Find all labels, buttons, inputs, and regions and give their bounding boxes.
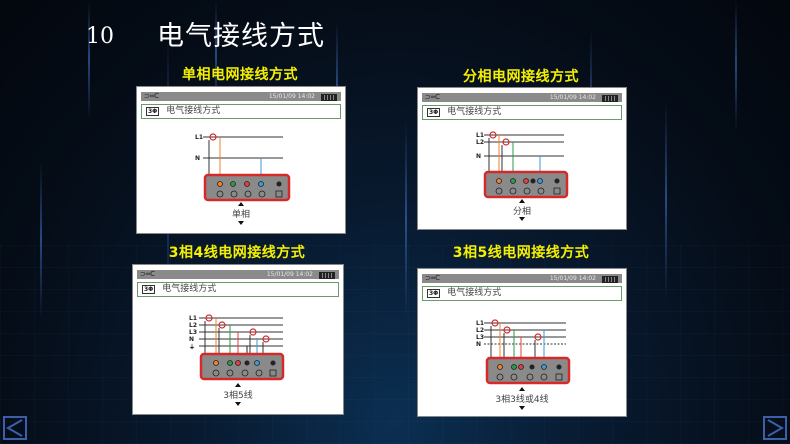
scroll-up-icon[interactable] xyxy=(519,199,525,203)
menu-wiring-mode: 3Φ 电气接线方式 xyxy=(137,282,339,297)
datetime: 15/01/09 14:02 xyxy=(549,94,596,101)
status-bar: ⊃═C 15/01/09 14:02 xyxy=(137,270,339,279)
slide-title: 电气接线方式 xyxy=(157,21,325,52)
datetime: 15/01/09 14:02 xyxy=(549,275,596,282)
next-slide-button[interactable] xyxy=(763,416,787,440)
svg-text:L3: L3 xyxy=(476,334,484,341)
mode-label: 单相 xyxy=(231,210,250,220)
caption-3p4w: 3相4线电网接线方式 xyxy=(168,245,306,261)
status-bar: ⊃═C 15/01/09 14:02 xyxy=(422,274,622,283)
svg-text:L1: L1 xyxy=(195,134,203,141)
svg-text:L1: L1 xyxy=(189,315,197,322)
svg-text:N: N xyxy=(189,336,194,343)
mode-label: 3相5线 xyxy=(223,391,253,401)
panel-single-phase: ⊃═C 15/01/09 14:02 3Φ 电气接线方式 L1 N 单相 xyxy=(136,86,346,234)
three-phase-icon: 3Φ xyxy=(146,107,160,116)
menu-wiring-mode: 3Φ 电气接线方式 xyxy=(141,104,341,119)
panel-3p5w: ⊃═C 15/01/09 14:02 3Φ 电气接线方式 L1 L2 L3 N xyxy=(417,268,627,417)
caption-3p5w: 3相5线电网接线方式 xyxy=(452,245,590,261)
panel-split-phase: ⊃═C 15/01/09 14:02 3Φ 电气接线方式 L1 L2 N xyxy=(417,87,627,230)
prev-slide-button[interactable] xyxy=(3,416,27,440)
svg-text:L1: L1 xyxy=(476,132,484,139)
caption-single-phase: 单相电网接线方式 xyxy=(182,67,298,83)
scroll-up-icon[interactable] xyxy=(235,383,241,387)
wrench-icon: ⊃═C xyxy=(140,270,155,278)
svg-text:L3: L3 xyxy=(189,329,197,336)
background-streak xyxy=(735,0,737,130)
svg-text:N: N xyxy=(476,153,481,160)
scroll-up-icon[interactable] xyxy=(519,387,525,391)
scroll-down-icon[interactable] xyxy=(519,217,525,221)
menu-wiring-mode: 3Φ 电气接线方式 xyxy=(422,105,622,120)
datetime: 15/01/09 14:02 xyxy=(268,93,315,100)
wrench-icon: ⊃═C xyxy=(425,93,440,101)
wiring-diagram-single-phase: L1 N xyxy=(195,133,291,202)
menu-label: 电气接线方式 xyxy=(447,107,502,117)
menu-wiring-mode: 3Φ 电气接线方式 xyxy=(422,286,622,301)
background-streak xyxy=(665,100,667,300)
wiring-diagram-3p5w: L1 L2 L3 N xyxy=(476,319,571,385)
background-streak xyxy=(40,160,42,320)
status-bar: ⊃═C 15/01/09 14:02 xyxy=(422,93,622,102)
triangle-left-icon xyxy=(5,419,23,437)
scroll-down-icon[interactable] xyxy=(238,221,244,225)
scroll-down-icon[interactable] xyxy=(235,402,241,406)
svg-text:⏚: ⏚ xyxy=(189,344,195,351)
svg-text:L2: L2 xyxy=(476,327,484,334)
wiring-diagram-split-phase: L1 L2 N xyxy=(476,131,569,199)
background-grid xyxy=(0,244,790,444)
three-phase-icon: 3Φ xyxy=(427,108,441,117)
mode-label: 分相 xyxy=(512,207,531,217)
panel-3p4w: ⊃═C 15/01/09 14:02 3Φ 电气接线方式 L1 L2 L3 N ⏚ xyxy=(132,264,344,415)
menu-label: 电气接线方式 xyxy=(447,288,502,298)
wrench-icon: ⊃═C xyxy=(425,274,440,282)
scroll-down-icon[interactable] xyxy=(519,406,525,410)
three-phase-icon: 3Φ xyxy=(427,289,441,298)
status-bar: ⊃═C 15/01/09 14:02 xyxy=(141,92,341,101)
background-streak xyxy=(215,0,217,110)
slide-number: 10 xyxy=(86,24,114,49)
svg-text:L2: L2 xyxy=(189,322,197,329)
battery-icon xyxy=(321,94,337,101)
wiring-diagram-3p4w: L1 L2 L3 N ⏚ xyxy=(189,314,285,381)
svg-text:L1: L1 xyxy=(476,320,484,327)
menu-label: 电气接线方式 xyxy=(166,106,221,116)
background-streak xyxy=(88,0,90,120)
svg-text:N: N xyxy=(195,155,200,162)
svg-text:L2: L2 xyxy=(476,139,484,146)
wrench-icon: ⊃═C xyxy=(144,92,159,100)
menu-label: 电气接线方式 xyxy=(162,284,217,294)
three-phase-icon: 3Φ xyxy=(142,285,156,294)
mode-label: 3相3线或4线 xyxy=(495,395,549,405)
triangle-right-icon xyxy=(767,419,785,437)
background-streak xyxy=(405,120,407,320)
scroll-up-icon[interactable] xyxy=(238,202,244,206)
battery-icon xyxy=(602,276,618,283)
caption-split-phase: 分相电网接线方式 xyxy=(463,69,579,85)
svg-text:N: N xyxy=(476,341,481,348)
battery-icon xyxy=(319,272,335,279)
datetime: 15/01/09 14:02 xyxy=(266,271,313,278)
battery-icon xyxy=(602,95,618,102)
